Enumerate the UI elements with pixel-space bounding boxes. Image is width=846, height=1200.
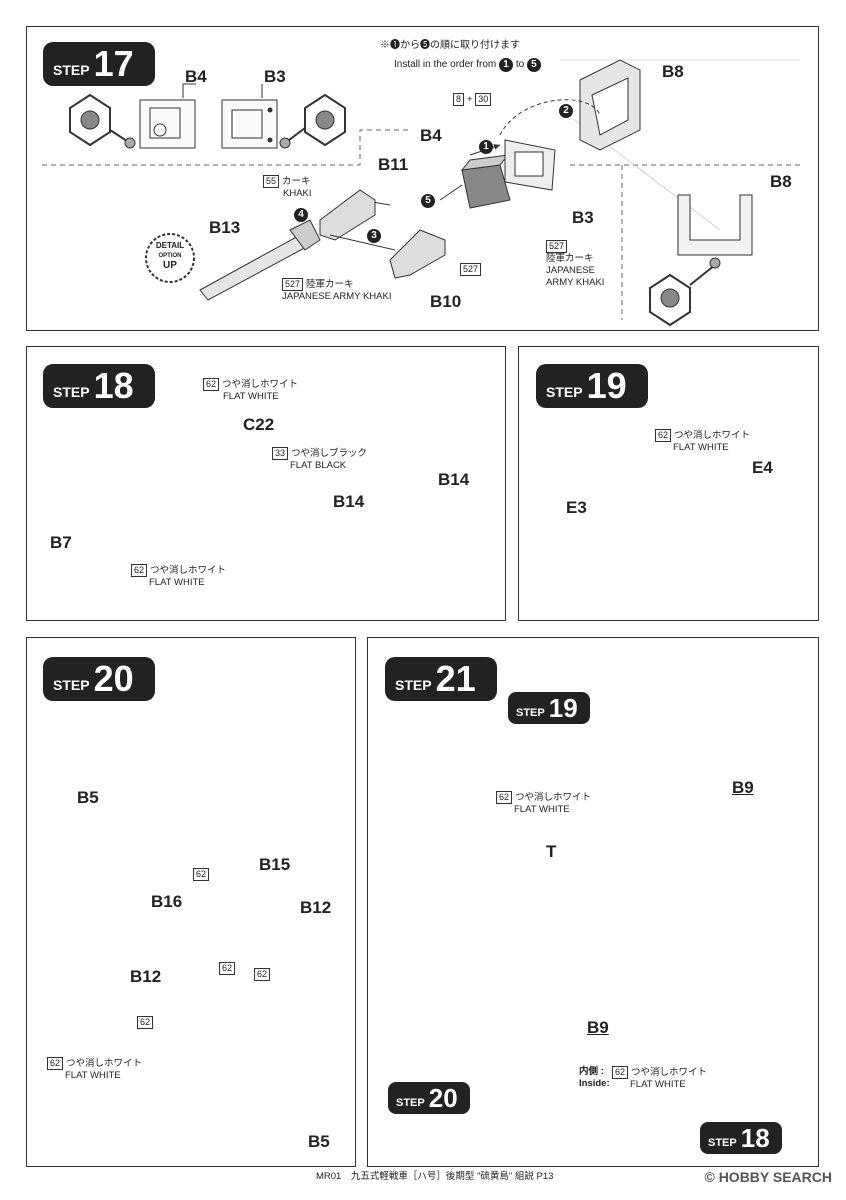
order-4-icon: 4 [294, 208, 308, 222]
label-b4-top: B4 [185, 67, 207, 86]
step17-panel [26, 26, 819, 331]
label-b8-right: B8 [770, 172, 792, 191]
label-t: T [546, 842, 557, 861]
footer-text: MR01 九五式軽戦車［ハ号］後期型 "硫黄島" 組説 P13 [316, 1171, 554, 1182]
detail-up-badge: DETAIL OPTION UP [155, 241, 185, 271]
step17-order-jp: ※❶から❺の順に取り付けます [380, 40, 520, 51]
paint-b10-code: 527 [460, 263, 484, 276]
label-b14-b: B14 [333, 492, 365, 511]
label-b15: B15 [259, 855, 291, 874]
paint-code-2: 62 [219, 962, 238, 975]
step20-panel [26, 637, 356, 1167]
copyright-icon: © [704, 1169, 715, 1185]
label-b14-a: B14 [438, 470, 470, 489]
order-1b-icon: 1 [479, 140, 493, 154]
step17-order-en: Install in the order from 1 to 5 [394, 58, 541, 72]
paint-code-4: 62 [137, 1016, 156, 1029]
order-3-icon: 3 [367, 229, 381, 243]
watermark: © HOBBY SEARCH [704, 1169, 832, 1185]
paint-code-3: 62 [254, 968, 273, 981]
label-b7: B7 [50, 533, 72, 552]
order-2-icon: 2 [559, 104, 573, 118]
label-e3: E3 [566, 498, 587, 517]
label-c22: C22 [243, 415, 275, 434]
label-b10: B10 [430, 292, 462, 311]
label-b9-a: B9 [732, 778, 754, 797]
label-b9-b: B9 [587, 1018, 609, 1037]
label-b8-top: B8 [662, 62, 684, 81]
parts-8-30: 8+ 30 [453, 93, 494, 106]
label-b3-top: B3 [264, 67, 286, 86]
inside-note: 内側 :Inside: [579, 1066, 610, 1089]
label-b11: B11 [378, 155, 409, 174]
label-e4: E4 [752, 458, 773, 477]
label-b12-a: B12 [300, 898, 332, 917]
label-b16: B16 [151, 892, 183, 911]
label-b12-b: B12 [130, 967, 162, 986]
label-b5-a: B5 [77, 788, 99, 807]
label-b5-b: B5 [308, 1132, 330, 1151]
label-b4-mid: B4 [420, 126, 442, 145]
paint-code-1: 62 [193, 868, 212, 881]
order-5b-icon: 5 [421, 194, 435, 208]
order-1-icon: 1 [499, 58, 514, 72]
label-b13: B13 [209, 218, 241, 237]
step21-panel [367, 637, 819, 1167]
label-b3-mid: B3 [572, 208, 594, 227]
order-5-icon: 5 [526, 58, 541, 72]
